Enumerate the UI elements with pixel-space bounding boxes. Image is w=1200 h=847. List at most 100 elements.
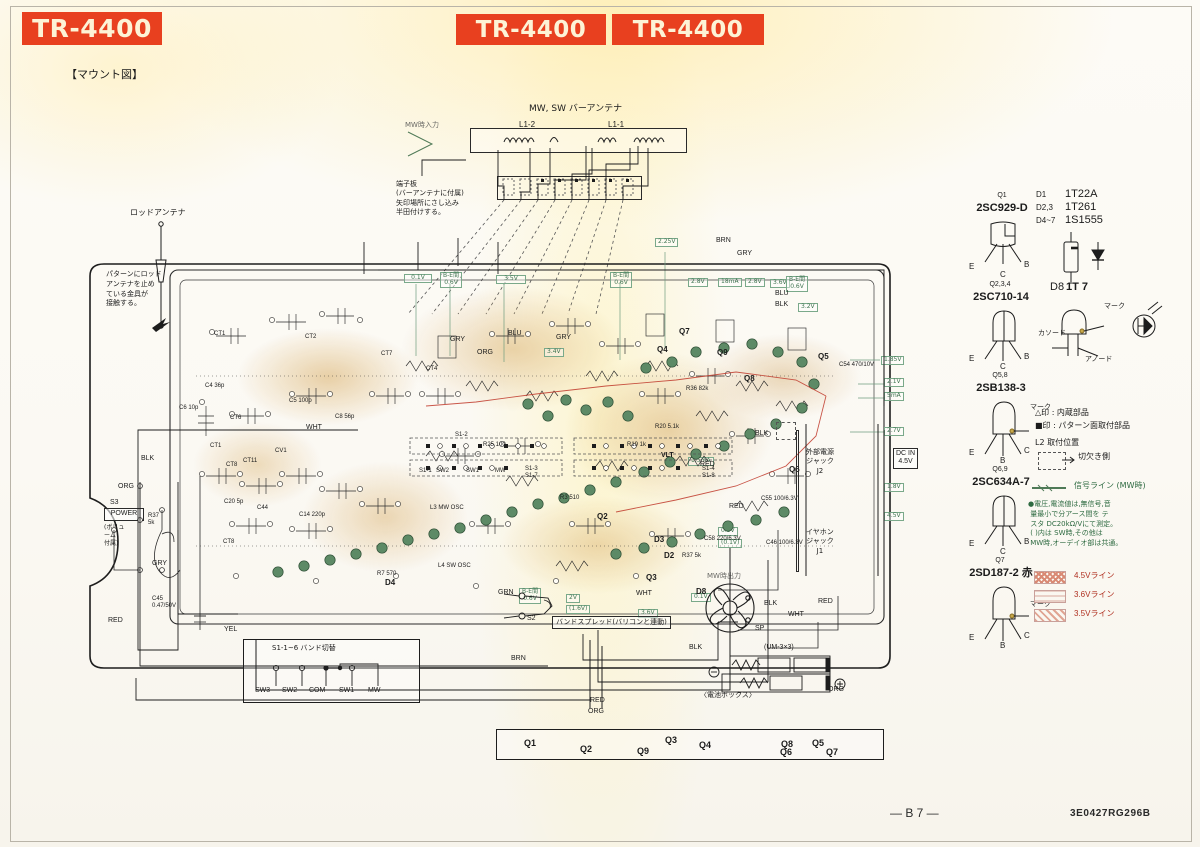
legend-ref-q7: Q7	[995, 557, 1005, 564]
switch-label-s1-1: S1-1	[419, 468, 432, 474]
legend-led-anode: アノード	[1085, 355, 1113, 363]
band-switch-rows	[409, 437, 733, 477]
index-q7: Q7	[826, 747, 839, 757]
wire-label-blk-batt: BLK	[689, 644, 703, 651]
legend-type-d23: 1T261	[1065, 201, 1097, 213]
cap-ref-c40: C44	[257, 505, 269, 511]
legend-pin-e-q69: E	[969, 539, 975, 548]
transistor-outline-q69	[984, 495, 1022, 546]
res-ref-r7: R7 570	[377, 571, 397, 577]
legend-led-cathode: カソード	[1038, 329, 1066, 337]
s2-label: S2	[527, 615, 536, 622]
c45-label: C45 0.47/50V	[152, 596, 177, 610]
transistor-outline-q1	[984, 221, 1022, 264]
voltage-callout-2p1v: 2.1V	[884, 378, 904, 387]
wire-label-wht-b: WHT	[636, 590, 652, 597]
device-ref-d3: D3	[654, 535, 665, 544]
device-ref-q8: Q8	[744, 374, 755, 383]
wire-label-yel: YEL	[224, 626, 238, 633]
legend-pin-e-q7: E	[969, 633, 975, 642]
legend-type-q234: 2SC710-14	[973, 291, 1029, 303]
legend-pin-b-q69: B	[1024, 537, 1030, 546]
legend-mark-pattern-side: ■印 : パターン面取付部品	[1035, 421, 1130, 430]
legend-type-q58: 2SB138-3	[976, 382, 1026, 394]
voltage-callout-1p8v: 1.8V	[884, 483, 904, 492]
cap-ref-c54: C54 470/10V	[839, 362, 875, 368]
legend-type-d8: 1T 7	[1066, 281, 1089, 293]
device-ref-q7: Q7	[679, 327, 690, 336]
coil-label-l1-2: L1-2	[519, 120, 536, 129]
legend-pin-e-q234: E	[969, 354, 975, 363]
legend-type-q69: 2SC634A-7	[972, 476, 1030, 488]
be-junction-callout-c: B-E間 0.6V	[786, 276, 809, 292]
legend-led-mark: マーク	[1104, 302, 1125, 310]
band-switch-panel	[243, 639, 420, 703]
external-wire-routing	[135, 238, 885, 701]
legend-ref-d8: D8	[1050, 281, 1065, 293]
res-ref-r36: R36 82k	[686, 386, 709, 392]
pcb-schematic-detail	[196, 308, 836, 589]
voltage-callout-1p6v: (1.6V)	[566, 605, 591, 614]
trimmer-ref-ct6: CT7	[381, 351, 393, 357]
res-ref-r3: R3 510	[560, 495, 580, 501]
wire-label-org-bottom: ORG	[588, 708, 604, 715]
wire-label-brn-bottom: BRN	[511, 655, 526, 662]
mw-input-label: MW時入力	[405, 121, 439, 129]
legend-swatch-4v5	[1034, 571, 1066, 584]
res-ref-r19: R19 1k	[627, 442, 647, 448]
wire-label-blu: BLU	[508, 330, 522, 337]
trimmer-ref-ct1: CT1	[214, 331, 226, 337]
wire-label-red-vlt2: RED	[729, 503, 744, 510]
l2-cutout-marker	[776, 422, 796, 440]
legend-type-d1: 1T22A	[1065, 188, 1098, 200]
cap-ref-c8: C8 56p	[335, 414, 355, 420]
page-border	[10, 6, 1192, 842]
wire-label-blk-q6: BLK	[755, 430, 769, 437]
wire-label-wht: WHT	[306, 424, 322, 431]
res-ref-r32: R25 100	[483, 442, 506, 448]
device-ref-q6: Q6	[789, 465, 800, 474]
terminal-board-note: 端子板 (バーアンテナに付属) 矢印場所にさし込み 半田付けする。	[396, 180, 464, 217]
cap-ref-c14: C14 220p	[299, 512, 326, 518]
s2-switch-symbol	[503, 592, 553, 620]
legend-swatch-3v6	[1034, 590, 1066, 603]
res-ref-r39: R37 5k	[682, 553, 702, 559]
mw-output-label: MW時出力	[707, 572, 741, 580]
legend-pin-b-q1: B	[1024, 260, 1030, 269]
voltage-callout-3p5v: 3.5V	[496, 275, 526, 284]
wire-label-blu-right: BLU	[775, 290, 789, 297]
voltage-callout-2v: 2V	[566, 594, 580, 603]
trimmer-ref-ct2: CT2	[305, 334, 317, 340]
device-ref-d2: D2	[664, 551, 675, 560]
wire-label-red-left: RED	[108, 617, 123, 624]
wire-label-blk-right: BLK	[775, 301, 789, 308]
switch-pin-sw2: SW2	[436, 468, 450, 474]
bar-antenna-title: MW, SW バーアンテナ	[529, 104, 623, 114]
legend-pin-b-q58: B	[1000, 456, 1006, 465]
legend-label-4v5: 4.5Vライン	[1074, 571, 1115, 580]
legend-type-q7: 2SD187-2 赤	[969, 567, 1033, 579]
legend-l2-box	[1038, 452, 1066, 470]
vlt-label: VLT	[661, 452, 674, 459]
transistor-index-bar	[496, 729, 884, 760]
index-q6: Q6	[780, 747, 793, 757]
battery-box-label: 〈電池ボックス〉	[700, 691, 756, 699]
be-junction-callout-b: B-E間 0.6V	[610, 272, 633, 288]
pcb-copper-area	[172, 272, 882, 622]
trimmer-ref-ct4: CT4	[426, 366, 438, 372]
voltage-callout-2p8v-b: 2.8V	[745, 278, 765, 287]
trimmer-ref-ct7: CT8	[226, 462, 238, 468]
transistor-outline-q58	[984, 401, 1029, 456]
diode-symbol	[1063, 232, 1105, 284]
wire-label-red-vlt: RED	[700, 461, 715, 468]
index-q3: Q3	[665, 735, 678, 745]
coil-label-l1-1: L1-1	[608, 120, 625, 129]
res-ref-r25: R20 5.1k	[655, 424, 680, 430]
wire-label-grn: GRN	[498, 589, 514, 596]
power-switch-label[interactable]: POWER	[104, 508, 144, 521]
legend-signal-line-swatch	[1032, 484, 1066, 492]
voltage-callout-0p1v: 0.1V	[404, 274, 432, 283]
trimmer-ref-ct8: CT8	[223, 539, 235, 545]
cap-ref-c5: C5 100p	[289, 398, 312, 404]
voltage-callout-2p8v-a: 2.8V	[688, 278, 708, 287]
